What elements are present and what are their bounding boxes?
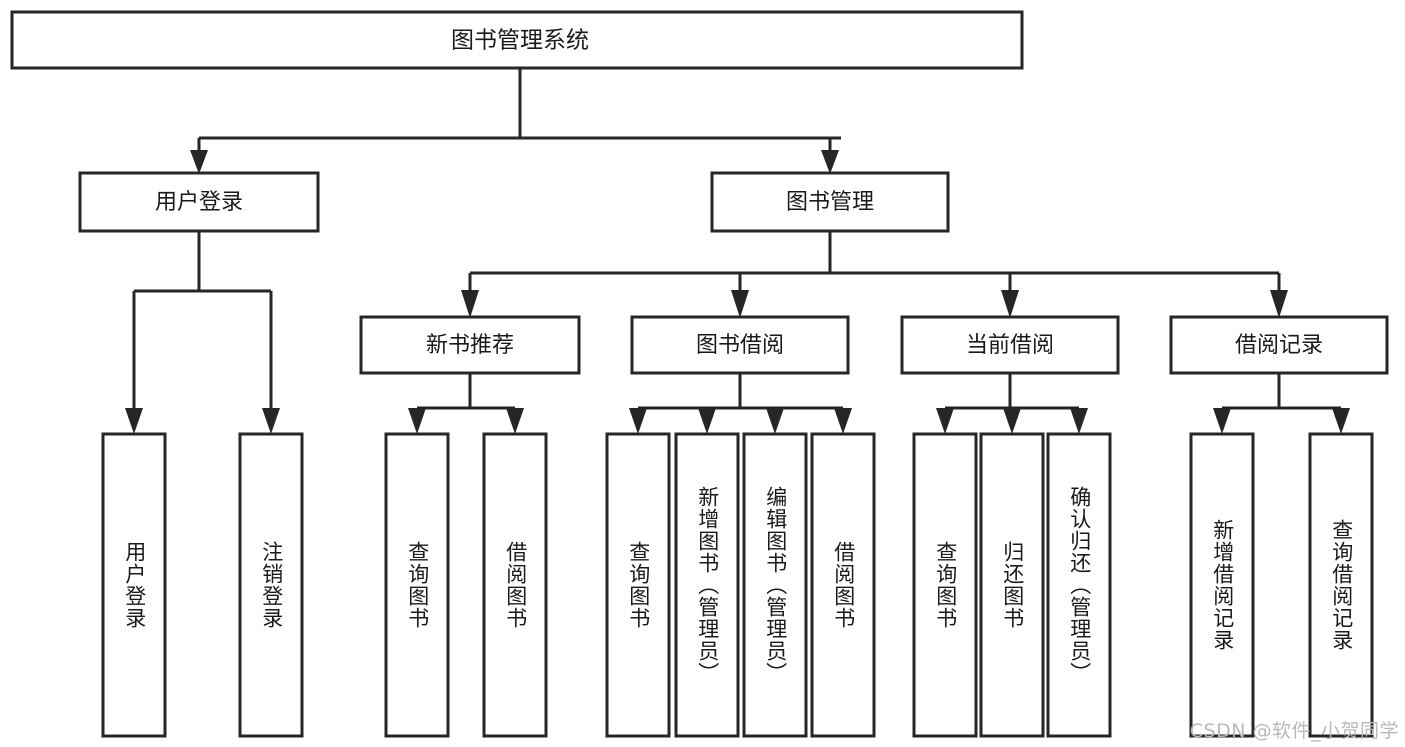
arrow-to-leaf-user-login [125, 408, 143, 434]
node-current-borrow[interactable]: 当前借阅 [900, 315, 1120, 375]
arrow-to-leaf-borrow-book-1 [506, 408, 524, 434]
watermark-text: CSDN @软件_小贺同学 [1189, 720, 1399, 742]
arrow-to-leaf-logout-login [262, 408, 280, 434]
node-layer: 图书管理系统 用户登录 图书管理 新书推荐 图书借阅 当前 [10, 10, 1389, 738]
node-new-book-recommend[interactable]: 新书推荐 [359, 315, 581, 375]
node-borrow-record-label: 借阅记录 [1235, 333, 1323, 358]
node-leaf-user-login-box[interactable] [101, 432, 167, 738]
node-leaf-query-book-3-box[interactable] [912, 432, 978, 738]
node-book-manage-box[interactable] [710, 171, 950, 233]
node-book-manage-label: 图书管理 [786, 190, 874, 215]
arrow-to-borrow-record [1270, 290, 1288, 318]
node-user-login-box[interactable] [78, 171, 320, 233]
arrow-to-leaf-borrow-book-2 [834, 408, 852, 434]
connector-layer [125, 68, 1350, 434]
node-leaf-add-book-admin-box[interactable] [674, 432, 740, 738]
node-book-manage[interactable]: 图书管理 [710, 171, 950, 233]
node-user-login-label: 用户登录 [155, 190, 243, 215]
node-root[interactable]: 图书管理系统 [10, 10, 1024, 70]
arrow-to-current-borrow [1001, 290, 1019, 318]
node-leaf-logout-login-box[interactable] [238, 432, 304, 738]
node-book-borrow-box[interactable] [630, 315, 850, 375]
node-book-borrow-label: 图书借阅 [696, 333, 784, 358]
arrow-to-leaf-confirm-return-admin [1070, 408, 1088, 434]
arrow-to-leaf-query-borrow-record [1332, 408, 1350, 434]
node-leaf-query-borrow-record-box[interactable] [1308, 432, 1374, 738]
node-leaf-borrow-book-2-box[interactable] [810, 432, 876, 738]
arrow-to-book-borrow [731, 290, 749, 318]
node-borrow-record-box[interactable] [1169, 315, 1389, 375]
node-leaf-borrow-book-1-box[interactable] [482, 432, 548, 738]
node-leaf-return-book-box[interactable] [979, 432, 1045, 738]
node-new-book-recommend-label: 新书推荐 [426, 333, 514, 358]
arrow-to-user-login [190, 150, 208, 174]
arrow-to-leaf-add-book-admin [698, 408, 716, 434]
arrow-to-leaf-add-borrow-record [1213, 408, 1231, 434]
arrow-to-leaf-query-book-1 [408, 408, 426, 434]
node-new-book-recommend-box[interactable] [359, 315, 581, 375]
node-leaf-add-borrow-record-box[interactable] [1189, 432, 1255, 738]
arrow-to-leaf-query-book-2 [629, 408, 647, 434]
node-root-label: 图书管理系统 [451, 28, 589, 54]
node-leaf-query-book-1-box[interactable] [384, 432, 450, 738]
node-current-borrow-label: 当前借阅 [966, 333, 1054, 358]
node-user-login[interactable]: 用户登录 [78, 171, 320, 233]
node-leaf-query-book-2-box[interactable] [605, 432, 671, 738]
node-root-box[interactable] [10, 10, 1024, 70]
node-leaf-confirm-return-admin-box[interactable] [1046, 432, 1112, 738]
node-leaf-edit-book-admin-box[interactable] [742, 432, 808, 738]
arrow-to-book-manage [821, 150, 839, 174]
node-borrow-record[interactable]: 借阅记录 [1169, 315, 1389, 375]
node-current-borrow-box[interactable] [900, 315, 1120, 375]
arrow-to-new-book-recommend [461, 290, 479, 318]
arrow-to-leaf-edit-book-admin [766, 408, 784, 434]
node-book-borrow[interactable]: 图书借阅 [630, 315, 850, 375]
arrow-to-leaf-query-book-3 [936, 408, 954, 434]
arrow-to-leaf-return-book [1003, 408, 1021, 434]
